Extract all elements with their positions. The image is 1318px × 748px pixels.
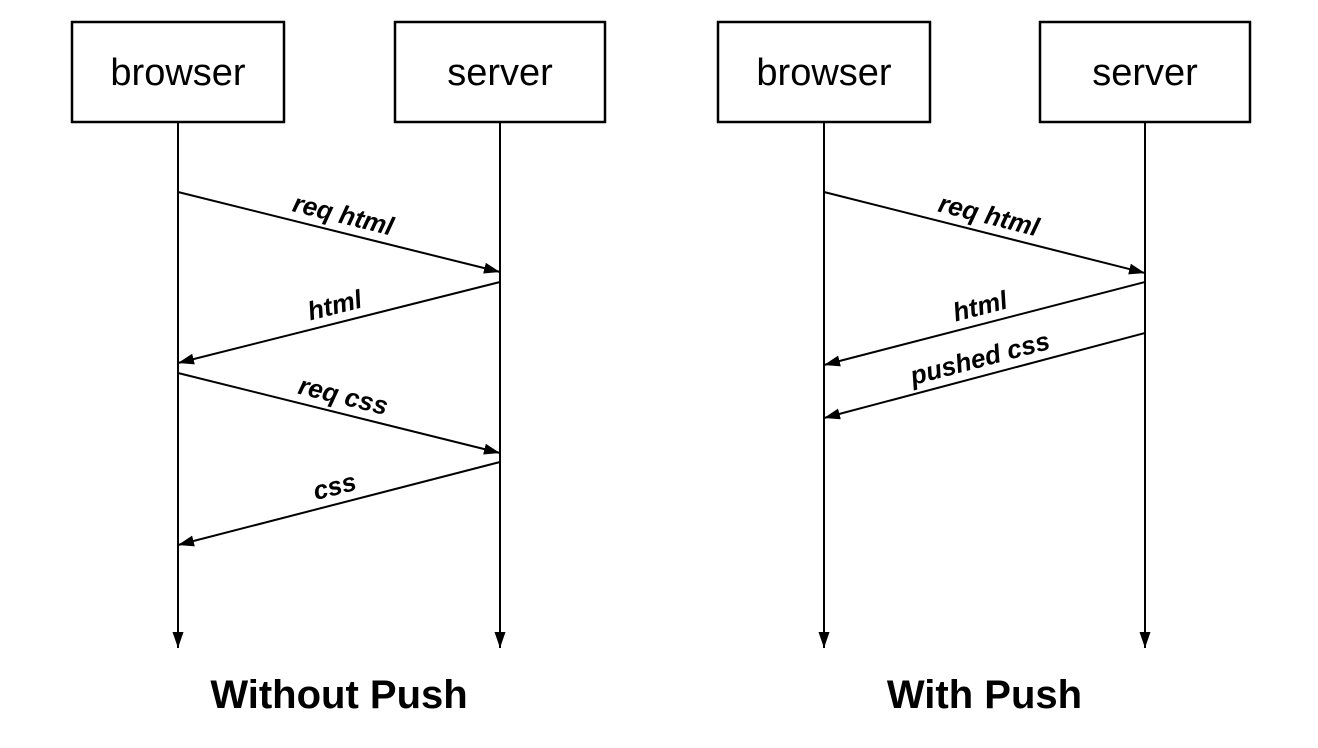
- actor-box-browser: [70, 20, 286, 124]
- diagram-with-push: browser server req html html pushed css …: [716, 20, 1252, 717]
- message-arrow-req-html: [823, 191, 1146, 275]
- actor-box-browser: [716, 20, 932, 124]
- actor-box-server: [1038, 20, 1252, 124]
- message-arrow-html: [823, 281, 1146, 367]
- message-arrow-pushed-css: [823, 332, 1146, 420]
- actor-label-browser: browser: [756, 52, 891, 94]
- diagram-without-push: browser server req html html req css css…: [70, 20, 607, 717]
- actor-label-browser: browser: [110, 52, 245, 94]
- message-label-html: html: [950, 284, 1011, 327]
- diagram-caption-with-push: With Push: [887, 673, 1082, 717]
- message-arrow-req-html: [177, 191, 501, 274]
- actor-label-server: server: [447, 52, 553, 94]
- message-arrow-html: [177, 281, 501, 365]
- actor-box-server: [393, 20, 607, 124]
- message-label-pushed-css: pushed css: [906, 325, 1053, 391]
- message-arrow-css: [177, 461, 501, 547]
- message-arrow-req-css: [177, 372, 501, 455]
- diagram-caption-without-push: Without Push: [210, 673, 467, 717]
- actor-label-server: server: [1092, 52, 1198, 94]
- message-label-html: html: [304, 284, 365, 327]
